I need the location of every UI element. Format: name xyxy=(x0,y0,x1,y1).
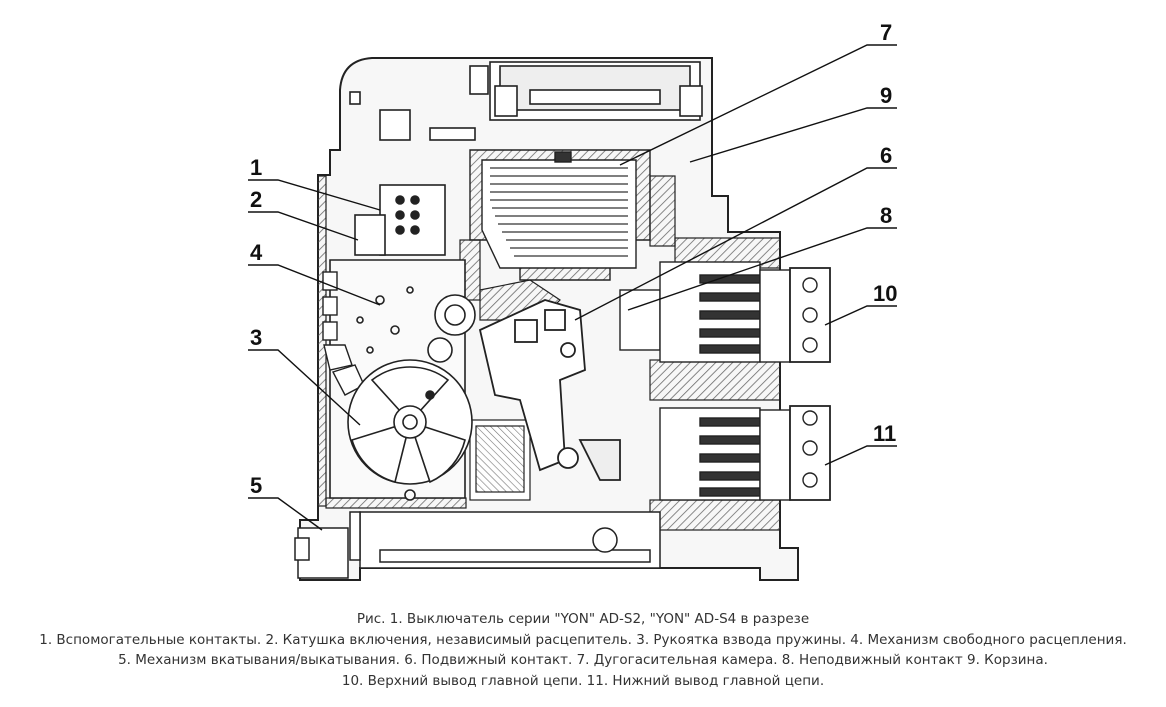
lower-terminal xyxy=(659,405,831,501)
callout-10: 10 xyxy=(873,281,897,306)
callout-4: 4 xyxy=(250,240,263,265)
callout-7: 7 xyxy=(880,20,892,45)
callout-5: 5 xyxy=(250,473,262,498)
circuit-breaker-section-drawing: 1 2 4 3 5 7 9 6 8 10 11 xyxy=(248,20,897,581)
left-slots xyxy=(322,271,365,396)
callout-1: 1 xyxy=(250,155,262,180)
arc-chute xyxy=(469,149,651,281)
moving-contact xyxy=(478,299,621,481)
callout-11: 11 xyxy=(873,421,896,446)
caption-line-3: 10. Верхний вывод главной цепи. 11. Нижн… xyxy=(341,672,825,689)
callout-9: 9 xyxy=(880,83,892,108)
caption-line-2: 5. Механизм вкатывания/выкатывания. 6. П… xyxy=(118,652,1048,668)
figure-caption: Рис. 1. Выключатель серии "YON" AD-S2, "… xyxy=(0,609,1166,691)
callout-3: 3 xyxy=(250,325,262,350)
callout-labels: 1 2 4 3 5 7 9 6 8 10 11 xyxy=(250,20,897,498)
caption-line-1: 1. Вспомогательные контакты. 2. Катушка … xyxy=(39,631,1127,648)
upper-terminal xyxy=(619,261,831,363)
leader-lines xyxy=(248,44,897,531)
callout-6: 6 xyxy=(880,143,892,168)
racking-mechanism xyxy=(294,511,661,579)
spring-charging-handle xyxy=(347,359,473,485)
callout-8: 8 xyxy=(880,203,892,228)
callout-2: 2 xyxy=(250,187,262,212)
caption-title: Рис. 1. Выключатель серии "YON" AD-S2, "… xyxy=(356,611,810,627)
top-cover xyxy=(349,61,703,141)
